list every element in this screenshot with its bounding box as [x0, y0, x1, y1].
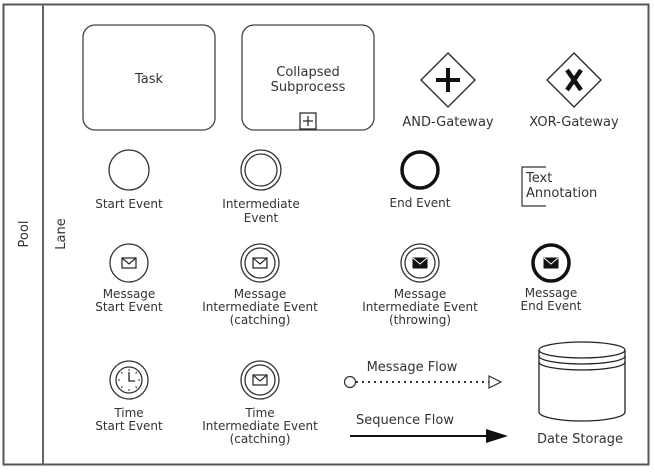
start-event-label: Start Event [95, 197, 163, 211]
sequence-flow[interactable]: Sequence Flow [350, 413, 508, 443]
expand-plus-icon[interactable] [299, 112, 317, 130]
text-annotation[interactable]: Text Annotation [521, 166, 597, 207]
time-start-label-line1: Time [113, 406, 143, 420]
time-int-catch-label-line3: (catching) [230, 432, 291, 446]
msg-int-throw-label-line2: Intermediate Event [362, 300, 478, 314]
intermediate-event-label-line1: Intermediate [222, 197, 299, 211]
msg-int-throw-label-line1: Message [394, 287, 447, 301]
annotation-label-line2: Annotation [526, 186, 597, 201]
data-storage[interactable]: Date Storage [537, 341, 626, 447]
msg-int-catch-label-line3: (catching) [230, 313, 291, 327]
and-gateway-label: AND-Gateway [402, 115, 494, 130]
msg-start-label-line2: Start Event [95, 300, 163, 314]
message-end-event[interactable]: Message End Event [521, 243, 582, 313]
message-intermediate-catching-event[interactable]: Message Intermediate Event (catching) [202, 243, 318, 327]
msg-start-label-line1: Message [103, 287, 156, 301]
xor-gateway-label: XOR-Gateway [529, 115, 619, 130]
msg-end-label-line2: End Event [521, 299, 582, 313]
time-int-catch-label-line1: Time [244, 406, 274, 420]
annotation-label-line1: Text [525, 171, 552, 186]
task[interactable]: Task [82, 24, 216, 131]
message-flow-label: Message Flow [367, 360, 458, 375]
msg-int-throw-label-line3: (throwing) [389, 313, 451, 327]
msg-int-catch-label-line1: Message [234, 287, 287, 301]
sequence-flow-label: Sequence Flow [356, 413, 454, 428]
task-label: Task [134, 72, 164, 87]
and-gateway[interactable]: AND-Gateway [402, 52, 494, 130]
collapsed-subprocess[interactable]: Collapsed Subprocess [241, 24, 375, 131]
pool-frame[interactable] [2, 3, 650, 466]
message-intermediate-throwing-event[interactable]: Message Intermediate Event (throwing) [362, 243, 478, 327]
envelope-filled-icon [543, 257, 559, 269]
x-icon [565, 68, 583, 92]
time-start-event[interactable]: Time Start Event [95, 360, 163, 433]
clock-icon [115, 366, 143, 394]
msg-end-label-line1: Message [525, 286, 578, 300]
envelope-filled-icon [412, 257, 428, 269]
end-event[interactable]: End Event [390, 150, 451, 210]
time-start-label-line2: Start Event [95, 419, 163, 433]
plus-icon [436, 68, 460, 92]
time-int-catch-label-line2: Intermediate Event [202, 419, 318, 433]
data-storage-label: Date Storage [537, 432, 623, 447]
message-start-event[interactable]: Message Start Event [95, 243, 163, 314]
xor-gateway[interactable]: XOR-Gateway [529, 52, 619, 130]
pool-label: Pool [17, 221, 32, 248]
lane-label: Lane [54, 218, 69, 249]
start-event[interactable]: Start Event [95, 149, 163, 211]
subprocess-label-line2: Subprocess [271, 80, 346, 95]
message-flow[interactable]: Message Flow [343, 360, 503, 389]
subprocess-label-line1: Collapsed [276, 65, 340, 80]
time-intermediate-catching-event[interactable]: Time Intermediate Event (catching) [202, 360, 318, 446]
msg-int-catch-label-line2: Intermediate Event [202, 300, 318, 314]
intermediate-event-label-line2: Event [244, 211, 279, 225]
end-event-label: End Event [390, 196, 451, 210]
intermediate-event[interactable]: Intermediate Event [222, 149, 300, 225]
